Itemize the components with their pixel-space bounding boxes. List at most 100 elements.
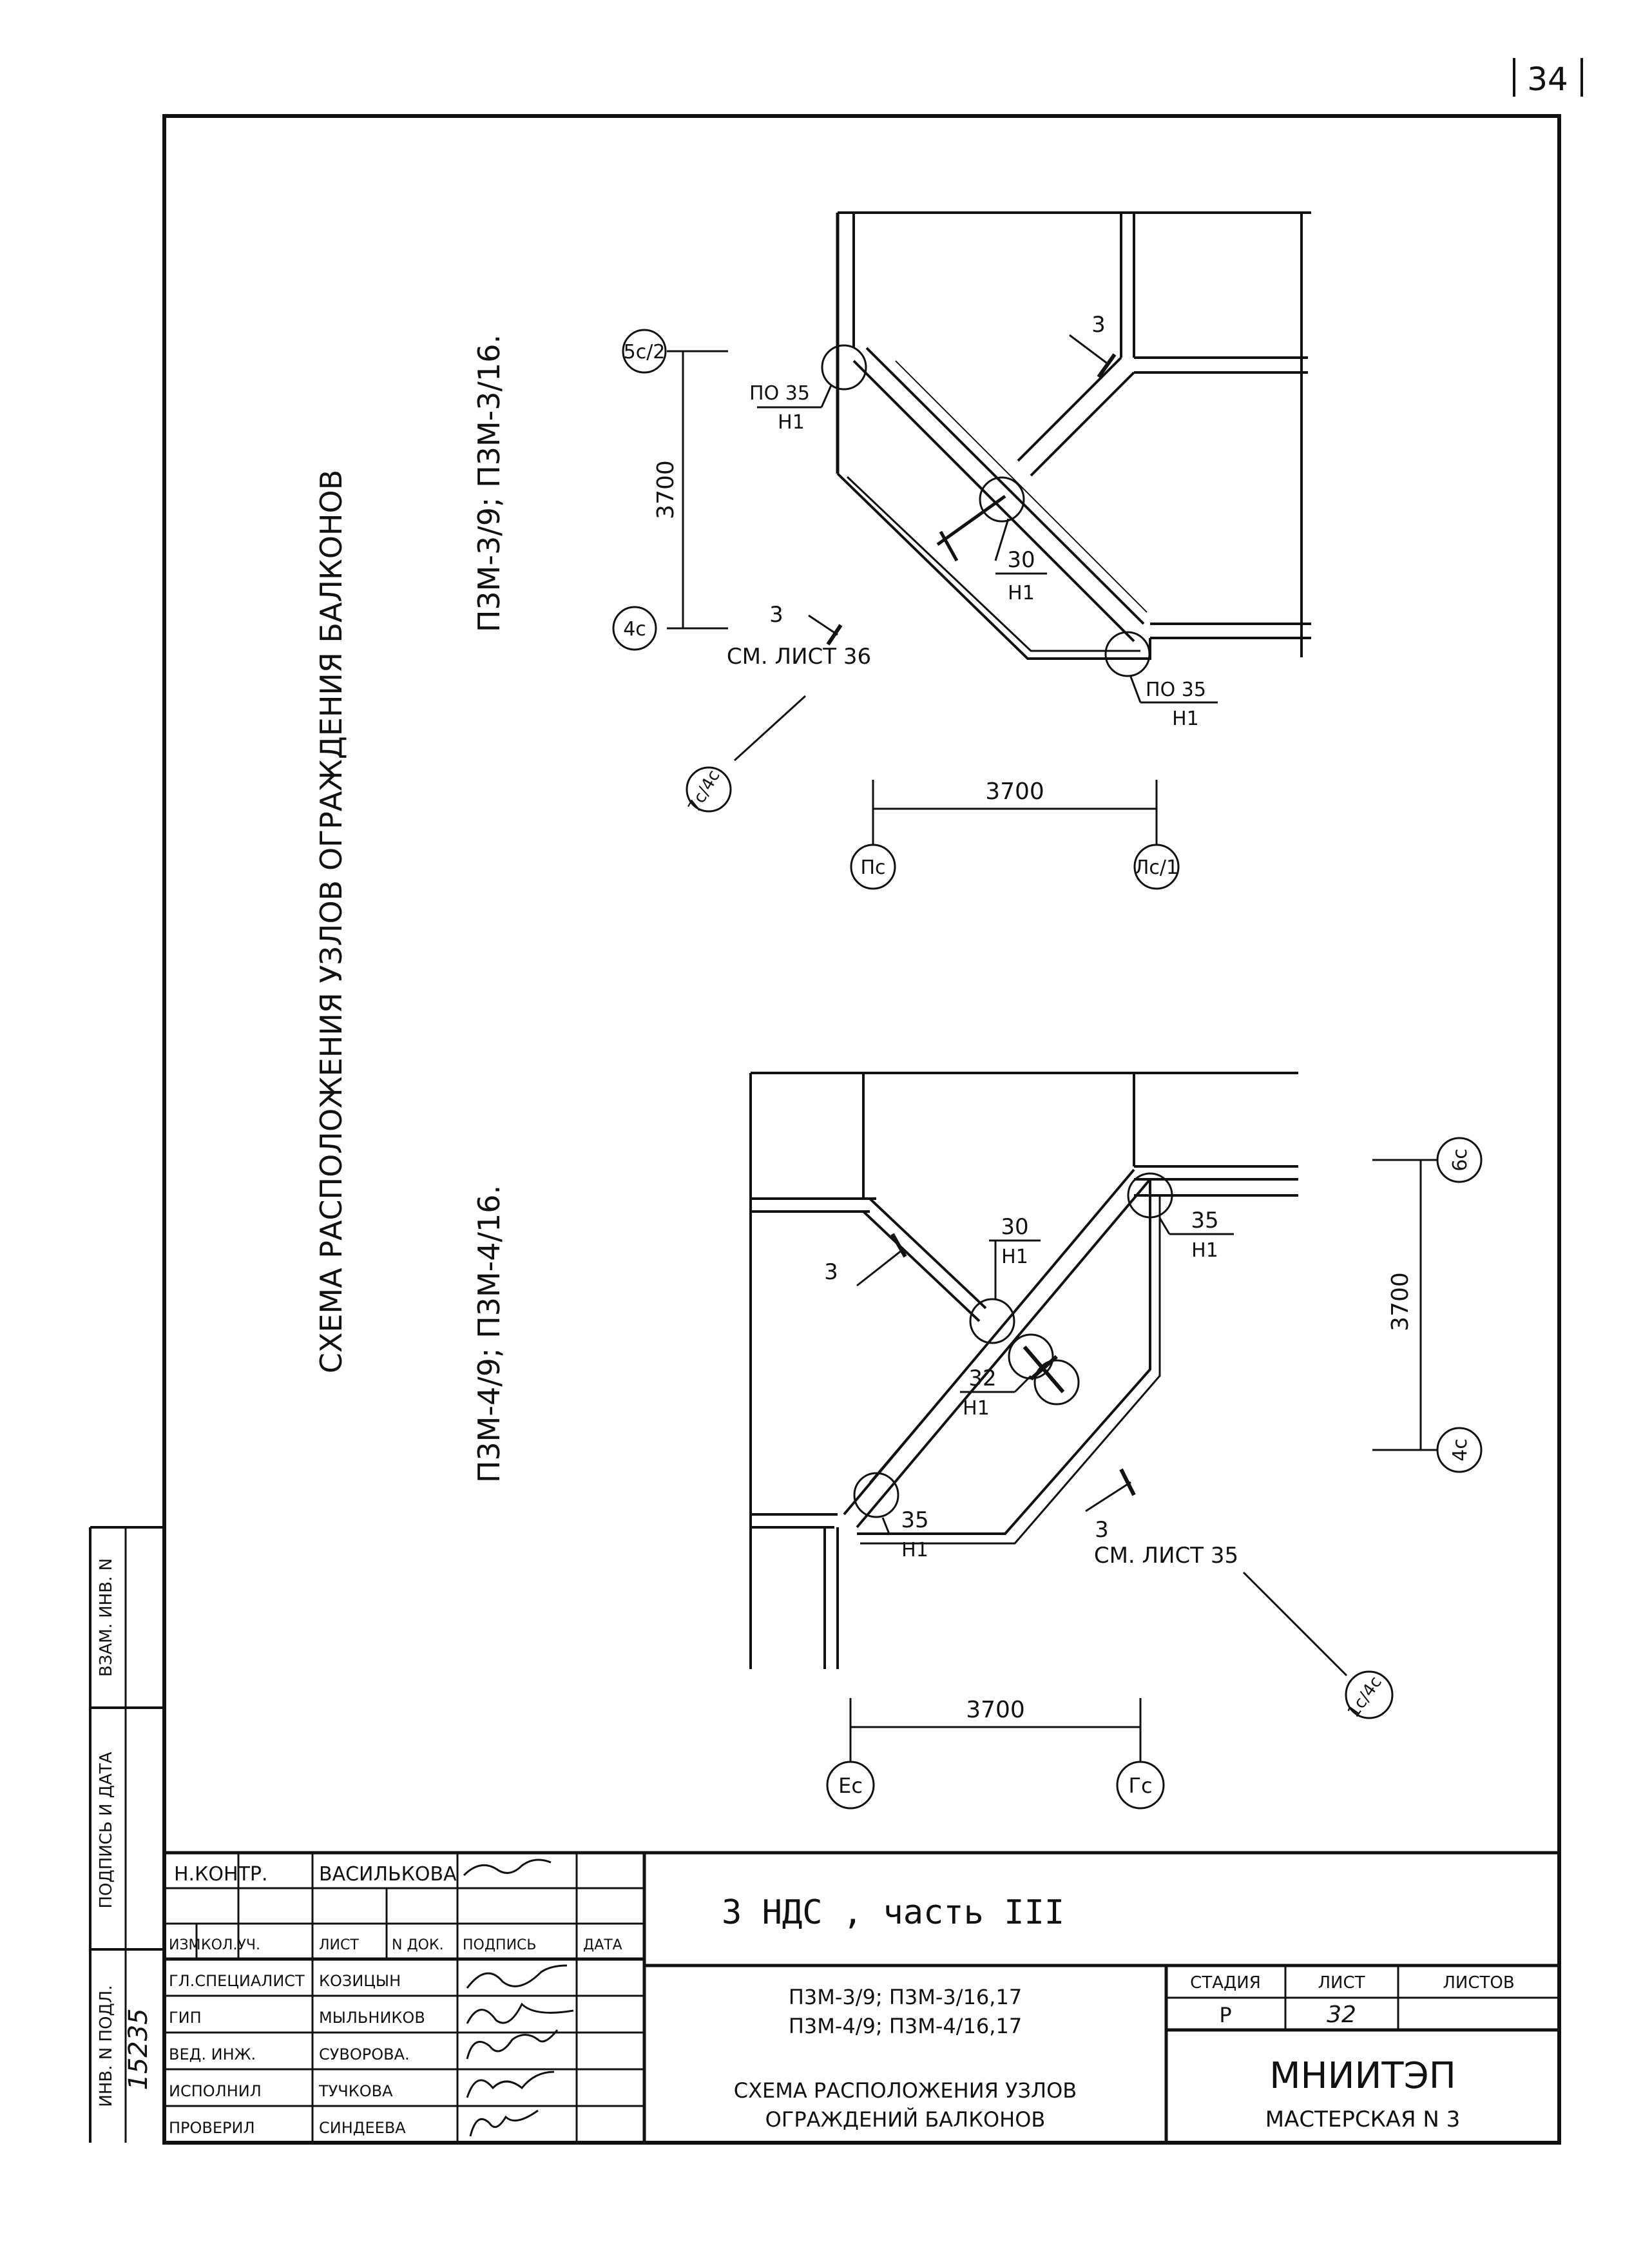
callout-label: ПО 35 Н1	[1129, 676, 1218, 730]
svg-text:СМ. ЛИСТ 35: СМ. ЛИСТ 35	[1094, 1543, 1238, 1569]
axis-marker	[850, 844, 896, 890]
dimension-horizontal: 3700	[872, 778, 1158, 844]
norm-control-role: Н.КОНТР.	[174, 1863, 268, 1886]
section-mark: 3	[824, 1233, 907, 1287]
axis-marker	[826, 1761, 875, 1810]
bottom-plan-walls	[749, 1072, 1298, 1669]
svg-text:Н1: Н1	[1172, 708, 1199, 730]
svg-text:3700: 3700	[966, 1697, 1025, 1723]
page-number-box: 34	[1513, 58, 1583, 98]
organization-name: МНИИТЭП	[1269, 2055, 1456, 2097]
axis-marker	[1436, 1427, 1483, 1473]
svg-text:МЫЛЬНИКОВ: МЫЛЬНИКОВ	[319, 2009, 425, 2027]
svg-text:6с: 6с	[1449, 1148, 1472, 1172]
series-line: П3М-4/9; П3М-4/16,17	[789, 2014, 1022, 2038]
svg-text:СМ. ЛИСТ 36: СМ. ЛИСТ 36	[727, 644, 871, 670]
page-number: 34	[1527, 61, 1568, 98]
svg-text:3: 3	[824, 1259, 838, 1285]
signatory-row: ПРОВЕРИЛ СИНДЕЕВА	[169, 2109, 539, 2137]
dimension-vertical: 3700	[653, 350, 728, 630]
svg-text:35: 35	[901, 1507, 928, 1533]
section-reference: 3 СМ. ЛИСТ 35	[1085, 1468, 1238, 1569]
sheet-title-line: ОГРАЖДЕНИЙ БАЛКОНОВ	[765, 2107, 1046, 2132]
axis-marker	[1345, 1670, 1394, 1719]
svg-text:3: 3	[769, 602, 783, 628]
callout-label: 35 Н1	[1158, 1208, 1234, 1262]
signature	[466, 1964, 568, 1989]
norm-control-name: ВАСИЛЬКОВА	[319, 1863, 457, 1886]
axis-marker	[1436, 1137, 1483, 1183]
svg-text:Н1: Н1	[1008, 582, 1035, 604]
svg-text:Ес: Ес	[838, 1773, 863, 1798]
svg-text:Н1: Н1	[1191, 1239, 1218, 1262]
svg-text:Н1: Н1	[1001, 1246, 1028, 1268]
svg-text:ТУЧКОВА: ТУЧКОВА	[318, 2082, 393, 2100]
drawing-frame	[162, 114, 1561, 2145]
svg-text:ПО 35: ПО 35	[749, 382, 810, 405]
svg-text:5с/2: 5с/2	[624, 341, 666, 363]
sheet-label: ЛИСТ	[1318, 1973, 1365, 1993]
svg-text:3700: 3700	[1387, 1272, 1414, 1331]
stage-label: СТАДИЯ	[1190, 1973, 1261, 1993]
svg-text:КОЗИЦЫН: КОЗИЦЫН	[319, 1972, 401, 1990]
title-block: Н.КОНТР. ВАСИЛЬКОВА ИЗМ. КОЛ.УЧ. ЛИСТ N …	[164, 1851, 1559, 2143]
node-marker-circle	[821, 344, 867, 391]
project-name: 3 НДС , часть III	[722, 1893, 1064, 1932]
svg-text:ПО 35: ПО 35	[1146, 679, 1206, 701]
workshop-name: МАСТЕРСКАЯ N 3	[1265, 2107, 1461, 2132]
sheet-value: 32	[1327, 2002, 1356, 2028]
node-marker-circle	[1104, 631, 1151, 677]
top-series-label: П3М-3/9; П3М-3/16.	[472, 334, 506, 632]
svg-text:ГЛ.СПЕЦИАЛИСТ: ГЛ.СПЕЦИАЛИСТ	[169, 1972, 305, 1990]
signature	[466, 2071, 555, 2098]
node-marker-circle	[1033, 1359, 1080, 1405]
main-title: СХЕМА РАСПОЛОЖЕНИЯ УЗЛОВ ОГРАЖДЕНИЯ БАЛК…	[314, 470, 349, 1374]
side-stamp-label: ПОДПИСЬ И ДАТА	[97, 1752, 116, 1908]
signatory-row: ГЛ.СПЕЦИАЛИСТ КОЗИЦЫН	[169, 1964, 568, 1990]
section-reference: 3 СМ. ЛИСТ 36	[727, 602, 871, 670]
svg-text:ВЕД. ИНЖ.: ВЕД. ИНЖ.	[169, 2045, 256, 2063]
node-marker-circle	[969, 1298, 1015, 1344]
svg-text:3700: 3700	[985, 778, 1044, 805]
svg-text:30: 30	[1007, 547, 1035, 573]
callout-label: 35 Н1	[881, 1507, 944, 1561]
axis-marker	[612, 606, 657, 651]
column-header: ПОДПИСЬ	[463, 1937, 537, 1953]
svg-text:Н1: Н1	[901, 1539, 928, 1561]
side-stamp-label: ИНВ. N ПОДЛ.	[97, 1985, 116, 2107]
signature	[463, 1859, 552, 1877]
inventory-number: 15235	[124, 2008, 153, 2090]
axis-marker	[686, 766, 732, 813]
sheets-label: ЛИСТОВ	[1443, 1973, 1514, 1993]
svg-text:Н1: Н1	[778, 411, 805, 434]
signatory-row: ИСПОЛНИЛ ТУЧКОВА	[169, 2071, 555, 2100]
svg-text:35: 35	[1191, 1208, 1218, 1233]
svg-text:ПРОВЕРИЛ: ПРОВЕРИЛ	[169, 2119, 255, 2137]
signature	[469, 2109, 539, 2137]
svg-text:ГИП: ГИП	[169, 2009, 202, 2027]
node-marker-circle	[979, 476, 1025, 523]
callout-label: 32 Н1	[960, 1366, 1032, 1420]
bottom-plan: П3М-4/9; П3М-4/16.	[472, 1072, 1483, 1810]
column-header: ЛИСТ	[319, 1937, 359, 1953]
callout-label: 30 Н1	[989, 1214, 1041, 1299]
svg-text:ИСПОЛНИЛ: ИСПОЛНИЛ	[169, 2082, 262, 2100]
axis-marker	[1116, 1761, 1165, 1810]
dimension-vertical: 3700	[1372, 1159, 1437, 1451]
svg-text:Пс: Пс	[860, 856, 885, 879]
stage-value: Р	[1219, 2003, 1231, 2027]
svg-text:4с: 4с	[1449, 1438, 1472, 1462]
column-header: ДАТА	[583, 1937, 622, 1953]
side-stamp-label: ВЗАМ. ИНВ. N	[97, 1558, 116, 1677]
node-marker-circle	[1127, 1172, 1173, 1219]
dimension-horizontal: 3700	[849, 1697, 1142, 1763]
signature	[466, 2029, 559, 2060]
node-marker-circle	[853, 1472, 899, 1518]
svg-text:Гс: Гс	[1128, 1773, 1152, 1798]
svg-text:СИНДЕЕВА: СИНДЕЕВА	[319, 2119, 406, 2137]
svg-text:Лс/1: Лс/1	[1135, 856, 1178, 879]
svg-text:30: 30	[1001, 1214, 1028, 1240]
svg-text:Н1: Н1	[963, 1397, 990, 1420]
callout-label: ПО 35 Н1	[749, 382, 832, 434]
